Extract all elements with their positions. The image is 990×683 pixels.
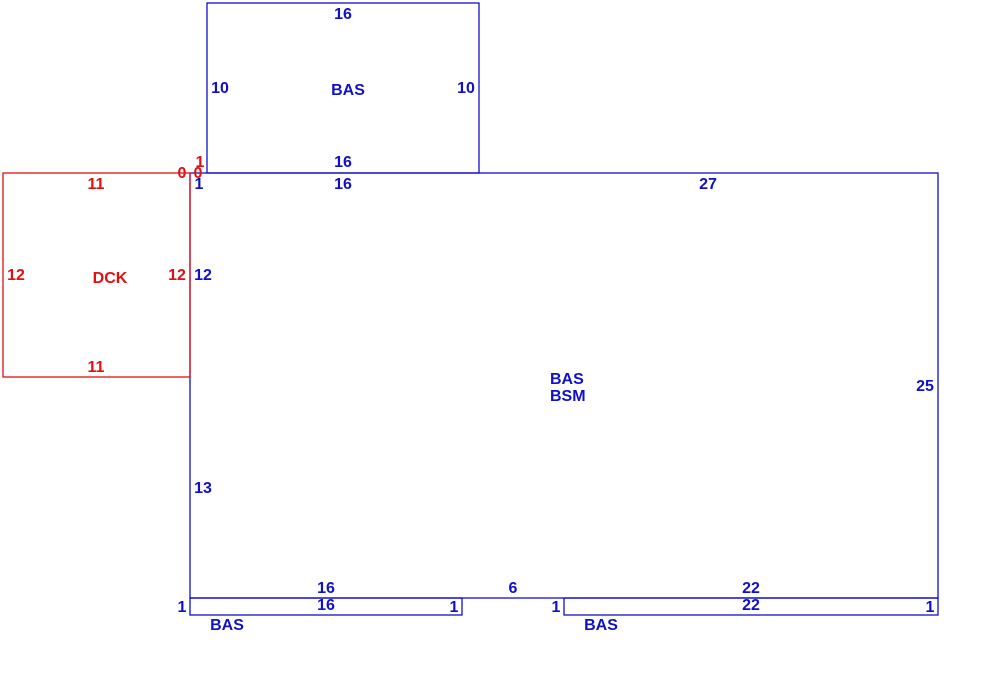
- deck-outline: [2, 172, 191, 378]
- strip-right-end-right: 1: [926, 599, 935, 616]
- upper-bas-bottom-dimension: 16: [334, 154, 352, 171]
- deck-right-dimension: 12: [168, 267, 186, 284]
- bottom-left-strip-outline: [189, 597, 463, 616]
- upper-bas-area-code: BAS: [331, 82, 365, 99]
- main-top-right-dimension: 27: [699, 176, 717, 193]
- upper-bas-left-dimension: 10: [211, 80, 229, 97]
- deck-top-dimension: 11: [88, 176, 105, 193]
- deck-left-dimension: 12: [7, 267, 25, 284]
- bottom-right-strip-outline: [563, 597, 939, 616]
- main-top-left-dimension: 16: [334, 176, 352, 193]
- upper-bas-right-dimension: 10: [457, 80, 475, 97]
- deck-corner-dimension-c: 1: [196, 154, 205, 171]
- deck-corner-dimension-a: 0: [178, 165, 187, 182]
- main-top-corner-dimension: 1: [195, 176, 204, 193]
- deck-area-code: DCK: [93, 270, 128, 287]
- main-bottom-right-dimension: 22: [742, 580, 760, 597]
- deck-bottom-dimension: 11: [88, 359, 105, 376]
- strip-right-area-code: BAS: [584, 617, 618, 634]
- main-area-code-bsm: BSM: [550, 388, 586, 405]
- upper-bas-top-dimension: 16: [334, 6, 352, 23]
- deck-corner-dimension-b: 0: [194, 165, 203, 182]
- main-left-lower-dimension: 13: [194, 480, 212, 497]
- main-bottom-left-dimension: 16: [317, 580, 335, 597]
- main-right-dimension: 25: [916, 378, 934, 395]
- main-left-upper-dimension: 12: [194, 267, 212, 284]
- strip-left-end-right: 1: [450, 599, 459, 616]
- main-bottom-gap-dimension: 6: [509, 580, 518, 597]
- strip-right-end-left: 1: [552, 599, 561, 616]
- strip-left-end-left: 1: [178, 599, 187, 616]
- strip-left-length: 16: [317, 597, 335, 614]
- strip-left-area-code: BAS: [210, 617, 244, 634]
- main-area-code-bas: BAS: [550, 371, 584, 388]
- strip-right-length: 22: [742, 597, 760, 614]
